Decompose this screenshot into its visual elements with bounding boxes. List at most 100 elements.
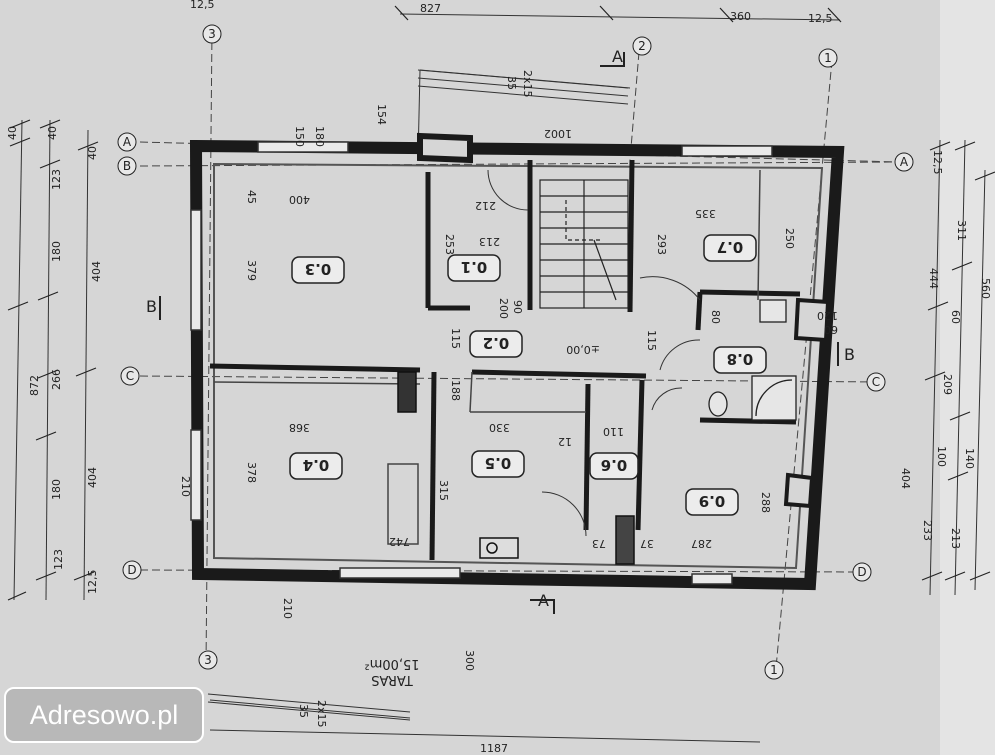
svg-text:D: D (127, 563, 136, 577)
svg-text:287: 287 (691, 537, 712, 550)
entrance-steps (207, 69, 629, 721)
section-markers: A A B B (146, 47, 855, 614)
kitchen-equipment (397, 371, 635, 565)
dim-360: 360 (730, 10, 751, 23)
room-label-0-7: 0.7 (717, 238, 744, 256)
svg-text:B: B (146, 297, 157, 316)
dim-12-5-topleft: 12,5 (190, 0, 215, 11)
dim-12-5-top: 12,5 (808, 12, 833, 25)
axis-marker-c-right: C (866, 372, 886, 392)
room-label-0-3: 0.3 (305, 260, 332, 278)
svg-text:233: 233 (921, 520, 934, 541)
svg-text:368: 368 (289, 421, 310, 434)
svg-text:404: 404 (90, 261, 103, 282)
svg-text:3: 3 (204, 653, 212, 667)
svg-text:379: 379 (245, 260, 258, 281)
svg-text:12,5: 12,5 (86, 570, 99, 595)
dimension-ticks (7, 5, 995, 601)
svg-text:2x15: 2x15 (521, 70, 534, 98)
svg-text:12: 12 (558, 435, 572, 448)
svg-text:35: 35 (505, 76, 518, 90)
svg-text:A: A (612, 47, 623, 66)
svg-text:C: C (872, 375, 880, 389)
svg-text:100: 100 (935, 446, 948, 467)
svg-text:293: 293 (655, 234, 668, 255)
svg-text:60: 60 (824, 323, 838, 336)
door-swings (487, 169, 701, 537)
svg-text:2x15: 2x15 (315, 700, 328, 728)
svg-text:40: 40 (6, 126, 19, 140)
svg-text:212: 212 (475, 199, 496, 212)
staircase (539, 179, 629, 309)
section-a-top: A (600, 47, 625, 67)
section-b-right: B (837, 342, 855, 366)
svg-text:40: 40 (46, 126, 59, 140)
axis-marker-d-left: D (122, 560, 142, 580)
svg-text:40: 40 (86, 146, 99, 160)
svg-text:311: 311 (955, 220, 968, 241)
svg-text:B: B (844, 345, 855, 364)
svg-text:872: 872 (28, 375, 41, 396)
svg-text:180: 180 (50, 241, 63, 262)
svg-text:315: 315 (437, 480, 450, 501)
svg-text:1002: 1002 (544, 127, 572, 140)
svg-text:3: 3 (208, 27, 216, 41)
windows (190, 141, 773, 585)
svg-text:404: 404 (899, 468, 912, 489)
svg-text:A: A (123, 135, 132, 149)
svg-text:210: 210 (179, 476, 192, 497)
axis-marker-3-top: 3 (202, 24, 222, 44)
svg-text:2: 2 (638, 39, 646, 53)
terrace-area: 15,00m² (364, 656, 419, 671)
svg-text:123: 123 (52, 549, 65, 570)
svg-text:A: A (900, 155, 909, 169)
svg-text:C: C (126, 369, 134, 383)
svg-text:115: 115 (449, 328, 462, 349)
svg-text:180: 180 (313, 126, 326, 147)
axis-marker-3-bottom: 3 (198, 650, 218, 670)
svg-text:742: 742 (389, 535, 410, 548)
svg-text:200: 200 (497, 298, 510, 319)
svg-text:400: 400 (289, 193, 310, 206)
axis-marker-2-top: 2 (632, 36, 652, 56)
room-labels: 0.1 0.2 0.3 0.4 0.5 0.6 0.7 0.8 (289, 234, 767, 516)
svg-text:288: 288 (759, 492, 772, 513)
svg-text:150: 150 (293, 126, 306, 147)
svg-text:±0,00: ±0,00 (566, 343, 600, 356)
axis-markers: A B C D A C D 3 2 1 3 1 (117, 24, 914, 680)
watermark-logo: Adresowo.pl (4, 687, 204, 743)
room-label-0-2: 0.2 (483, 334, 510, 352)
svg-text:266: 266 (50, 369, 63, 390)
svg-text:330: 330 (489, 421, 510, 434)
section-b-left: B (146, 296, 161, 320)
bathroom-fixtures (708, 299, 797, 421)
svg-text:1: 1 (824, 51, 832, 65)
svg-text:140: 140 (963, 448, 976, 469)
terrace-label: TARAS 15,00m² (364, 656, 419, 687)
section-a-bottom: A (530, 591, 555, 614)
svg-text:80: 80 (709, 310, 722, 324)
svg-text:253: 253 (443, 234, 456, 255)
svg-text:154: 154 (375, 104, 388, 125)
svg-text:560: 560 (979, 278, 992, 299)
svg-text:D: D (857, 565, 866, 579)
svg-text:210: 210 (281, 598, 294, 619)
interior-walls (209, 159, 801, 561)
axis-marker-d-right: D (852, 562, 872, 582)
svg-text:45: 45 (245, 190, 258, 204)
svg-text:213: 213 (479, 235, 500, 248)
axis-marker-1-top: 1 (818, 48, 838, 68)
room-label-0-6: 0.6 (601, 456, 628, 474)
axis-marker-ab-left: A (117, 132, 137, 152)
svg-text:378: 378 (245, 462, 258, 483)
svg-text:444: 444 (927, 268, 940, 289)
dimension-texts: 827 360 12,5 12,5 40 40 40 123 180 404 2… (6, 0, 992, 728)
svg-text:110: 110 (603, 425, 624, 438)
axis-marker-c-left: C (120, 366, 140, 386)
svg-text:12,5: 12,5 (931, 150, 944, 175)
dim-827: 827 (420, 2, 441, 15)
dim-1187: 1187 (480, 742, 508, 755)
svg-text:209: 209 (941, 374, 954, 395)
svg-text:60: 60 (949, 310, 962, 324)
